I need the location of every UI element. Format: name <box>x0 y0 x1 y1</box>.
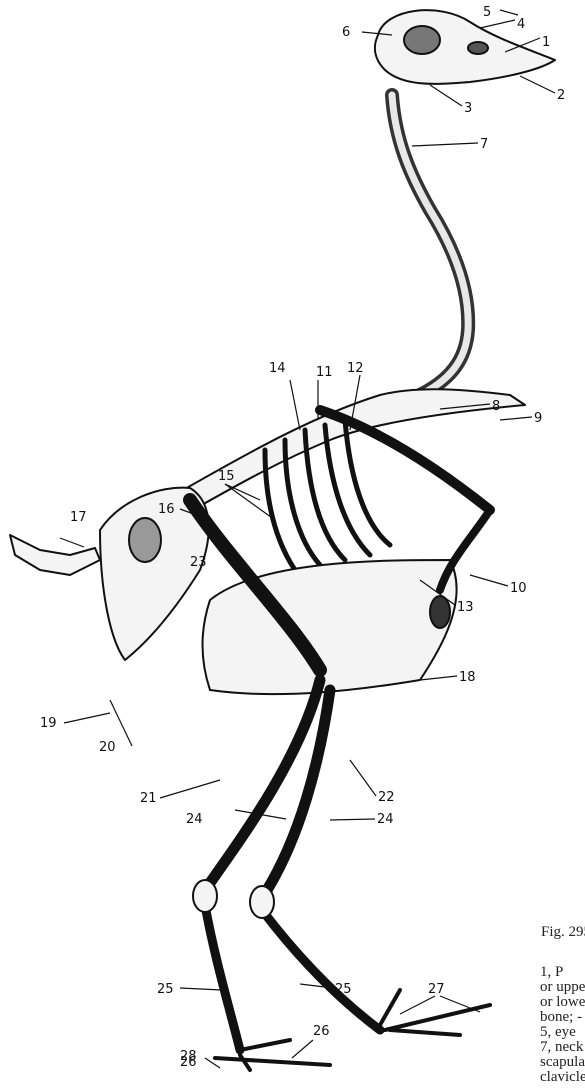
tarsometatarsus-right <box>262 910 380 1030</box>
label-27: 27 <box>428 982 445 997</box>
hip-foramen <box>129 518 161 562</box>
label-3: 3 <box>464 101 472 116</box>
label-10: 10 <box>510 581 527 596</box>
legend-line: clavicle <box>540 1069 585 1086</box>
wing-tip <box>430 596 450 628</box>
label-15: 15 <box>218 469 235 484</box>
wing-humerus <box>320 410 490 510</box>
knee-joint-right <box>250 886 274 918</box>
label-8: 8 <box>492 399 500 414</box>
label-5: 5 <box>483 5 491 20</box>
neck-vertebrae <box>392 95 468 395</box>
knee-joint-left <box>193 880 217 912</box>
tail-vertebrae <box>10 535 100 575</box>
label-26-upper: 26 <box>313 1024 330 1039</box>
foot-left <box>215 1040 330 1070</box>
label-20: 20 <box>99 740 116 755</box>
label-24-left: 24 <box>186 812 203 827</box>
nostril <box>468 42 488 54</box>
label-25-right: 25 <box>335 982 352 997</box>
label-11: 11 <box>316 365 333 380</box>
sternum-keel <box>203 560 457 694</box>
label-13: 13 <box>457 600 474 615</box>
eye-orbit <box>404 26 440 54</box>
label-23: 23 <box>190 555 207 570</box>
tibiotarsus-left <box>205 680 320 890</box>
label-18: 18 <box>459 670 476 685</box>
label-9: 9 <box>534 411 542 426</box>
label-19: 19 <box>40 716 57 731</box>
label-17: 17 <box>70 510 87 525</box>
label-6: 6 <box>342 25 350 40</box>
label-14: 14 <box>269 361 286 376</box>
ribs <box>265 420 390 570</box>
label-28: 28 <box>180 1049 197 1064</box>
label-2: 2 <box>557 88 565 103</box>
label-16: 16 <box>158 502 175 517</box>
label-4: 4 <box>517 17 525 32</box>
label-22: 22 <box>378 790 395 805</box>
label-12: 12 <box>347 361 364 376</box>
label-24-right: 24 <box>377 812 394 827</box>
skull <box>375 10 555 84</box>
tarsometatarsus-left <box>205 905 240 1050</box>
label-21: 21 <box>140 791 157 806</box>
label-7: 7 <box>480 137 488 152</box>
label-25-left: 25 <box>157 982 174 997</box>
label-1: 1 <box>542 35 550 50</box>
figure-caption: Fig. 295 <box>541 924 585 941</box>
